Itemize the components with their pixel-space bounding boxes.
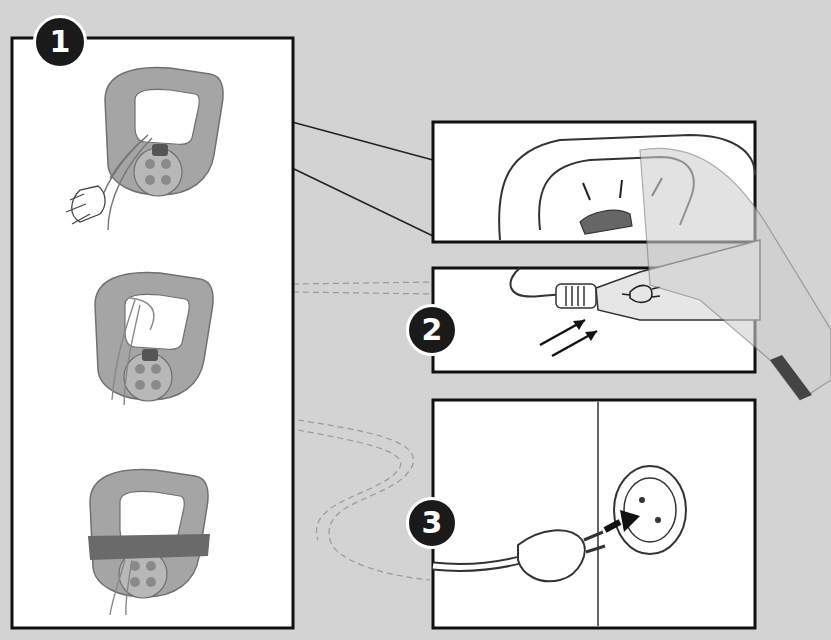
callout-circle: 2	[406, 304, 458, 356]
callout-number: 1	[50, 27, 71, 57]
callout-number: 2	[422, 315, 443, 345]
callout-circle: 3	[406, 497, 458, 549]
callout-circle: 1	[33, 15, 87, 69]
callout-number: 3	[422, 508, 443, 538]
